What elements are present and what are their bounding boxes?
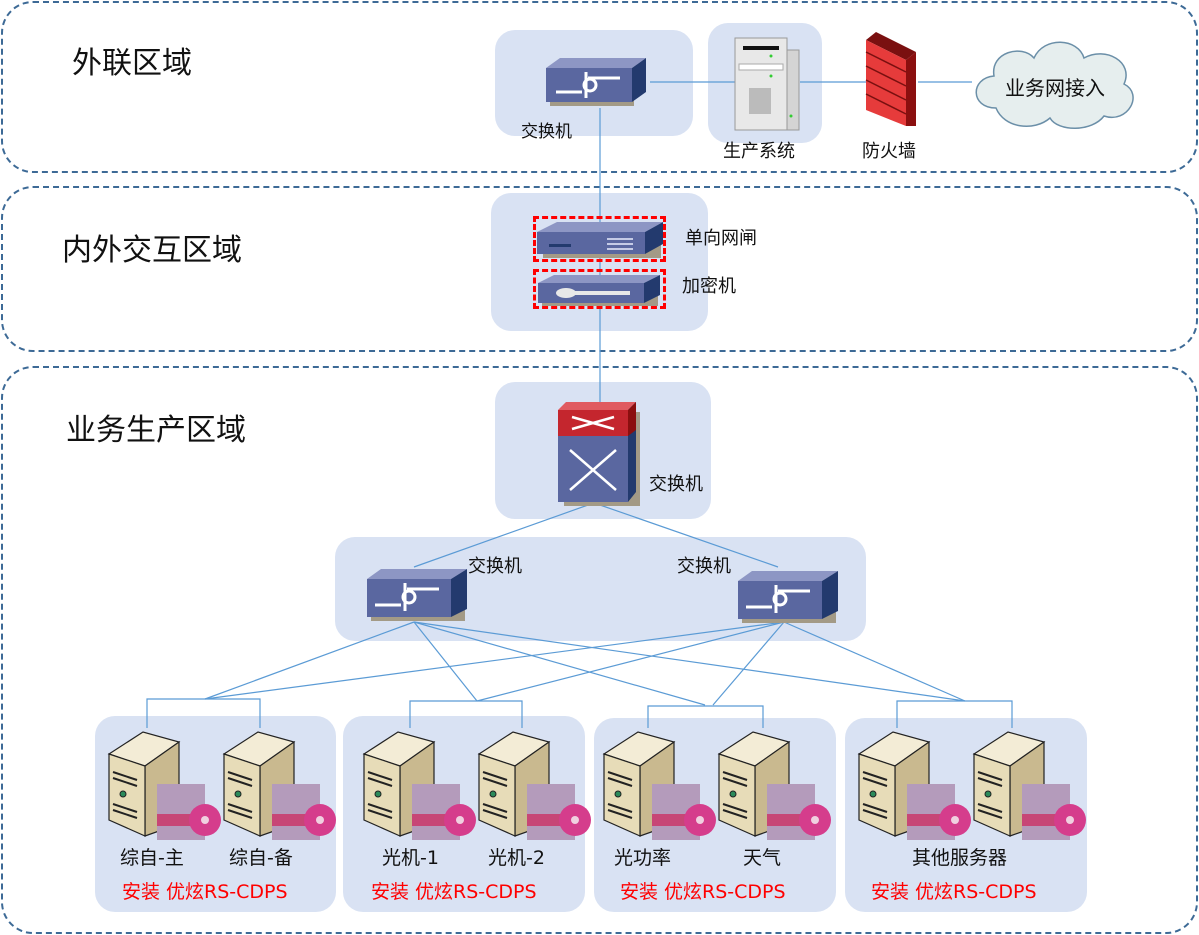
gateway-highlight bbox=[533, 216, 666, 262]
server-icon[interactable] bbox=[970, 728, 1090, 844]
server-label: 天气 bbox=[743, 847, 782, 869]
business-network-cloud-icon[interactable] bbox=[966, 28, 1144, 136]
zone-title-external: 外联区域 bbox=[72, 46, 192, 81]
install-note: 安装 优炫RS-CDPS bbox=[122, 881, 288, 903]
server-label: 光机-1 bbox=[382, 847, 439, 869]
server-label: 综自-主 bbox=[120, 847, 184, 869]
business-network-label: 业务网接入 bbox=[1005, 76, 1105, 100]
one-way-gateway-icon[interactable] bbox=[537, 220, 665, 260]
access-switch-right-label: 交换机 bbox=[677, 556, 731, 577]
server-label: 综自-备 bbox=[229, 847, 293, 869]
server-icon[interactable] bbox=[475, 728, 595, 844]
firewall-label: 防火墙 bbox=[862, 141, 916, 162]
access-switch-right-icon[interactable] bbox=[738, 569, 840, 625]
production-system-server-icon[interactable] bbox=[733, 36, 801, 132]
zone-title-interaction: 内外交互区域 bbox=[62, 233, 242, 268]
encryptor-key-icon[interactable] bbox=[538, 273, 664, 307]
access-switch-left-label: 交换机 bbox=[468, 556, 522, 577]
encryptor-highlight bbox=[533, 269, 666, 309]
link-core-right bbox=[599, 504, 779, 568]
install-note: 安装 优炫RS-CDPS bbox=[371, 881, 537, 903]
server-label: 光功率 bbox=[614, 847, 672, 869]
production-system-label: 生产系统 bbox=[723, 141, 795, 162]
server-icon[interactable] bbox=[360, 728, 480, 844]
firewall-icon[interactable] bbox=[862, 30, 920, 128]
server-icon[interactable] bbox=[715, 728, 835, 844]
zone-title-production: 业务生产区域 bbox=[66, 413, 246, 448]
access-switch-left-icon[interactable] bbox=[367, 567, 469, 623]
link-core-left bbox=[413, 504, 589, 568]
server-icon[interactable] bbox=[855, 728, 975, 844]
encryptor-label: 加密机 bbox=[682, 276, 736, 297]
core-switch-label: 交换机 bbox=[649, 474, 703, 495]
server-label: 其他服务器 bbox=[912, 847, 1008, 869]
external-switch-label: 交换机 bbox=[521, 122, 572, 142]
gateway-label: 单向网闸 bbox=[685, 228, 757, 249]
external-switch-icon[interactable] bbox=[546, 54, 654, 109]
server-label: 光机-2 bbox=[488, 847, 545, 869]
server-icon[interactable] bbox=[600, 728, 720, 844]
server-icon[interactable] bbox=[105, 728, 225, 844]
core-switch-icon[interactable] bbox=[558, 402, 642, 506]
install-note: 安装 优炫RS-CDPS bbox=[620, 881, 786, 903]
server-icon[interactable] bbox=[220, 728, 340, 844]
install-note: 安装 优炫RS-CDPS bbox=[871, 881, 1037, 903]
